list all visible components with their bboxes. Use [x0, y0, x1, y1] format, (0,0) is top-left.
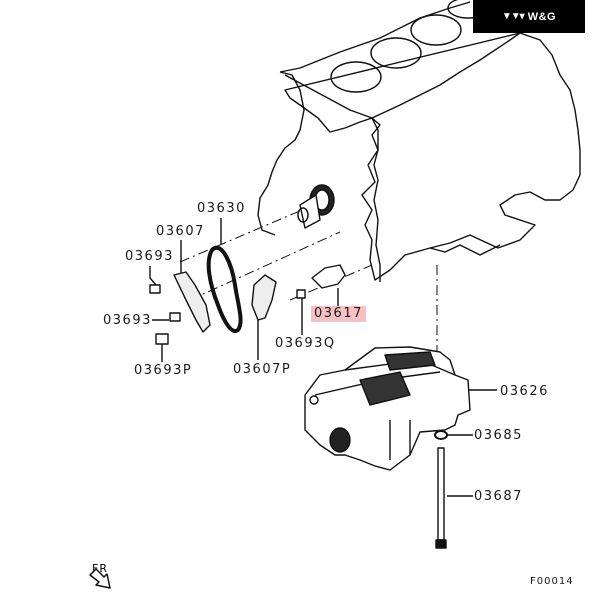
part-label-03607P[interactable]: 03607P [233, 362, 292, 377]
timing-chain [206, 245, 243, 334]
washer-03685 [434, 430, 448, 440]
part-label-03626[interactable]: 03626 [500, 384, 549, 399]
balancer-module-03626 [304, 346, 471, 471]
part-label-03607[interactable]: 03607 [156, 224, 205, 239]
part-label-03693-middle[interactable]: 03693 [103, 313, 152, 328]
part-label-03687[interactable]: 03687 [474, 489, 523, 504]
crank-sprocket [297, 184, 335, 229]
brand-badge: ▼▼▾ W&G [473, 0, 585, 33]
part-label-03630[interactable]: 03630 [197, 201, 246, 216]
bolt-03693Q [296, 289, 306, 299]
part-label-03693-top[interactable]: 03693 [125, 249, 174, 264]
front-direction-arrow-icon [89, 568, 111, 589]
chain-guide-03607P [251, 274, 277, 321]
part-label-03617-highlighted[interactable]: 03617 [311, 306, 366, 322]
tensioner-03617 [311, 264, 346, 289]
part-label-03685[interactable]: 03685 [474, 428, 523, 443]
bolt-03693P [155, 333, 169, 345]
part-label-03693Q[interactable]: 03693Q [275, 336, 336, 351]
cylinder-bore-3 [410, 14, 462, 46]
brand-name: W&G [527, 10, 557, 23]
bolt-03693-b [169, 312, 181, 322]
figure-id: F00014 [530, 576, 574, 587]
part-label-03693P[interactable]: 03693P [134, 363, 193, 378]
tensioner-arm-03607 [173, 271, 211, 333]
long-bolt-03687 [437, 447, 445, 541]
bolt-03693-a [149, 284, 161, 294]
brand-logo-icon: ▼▼▾ [501, 11, 525, 22]
cylinder-bore-1 [330, 61, 382, 93]
cylinder-bore-2 [370, 37, 422, 69]
front-direction-label: FR [92, 562, 108, 575]
